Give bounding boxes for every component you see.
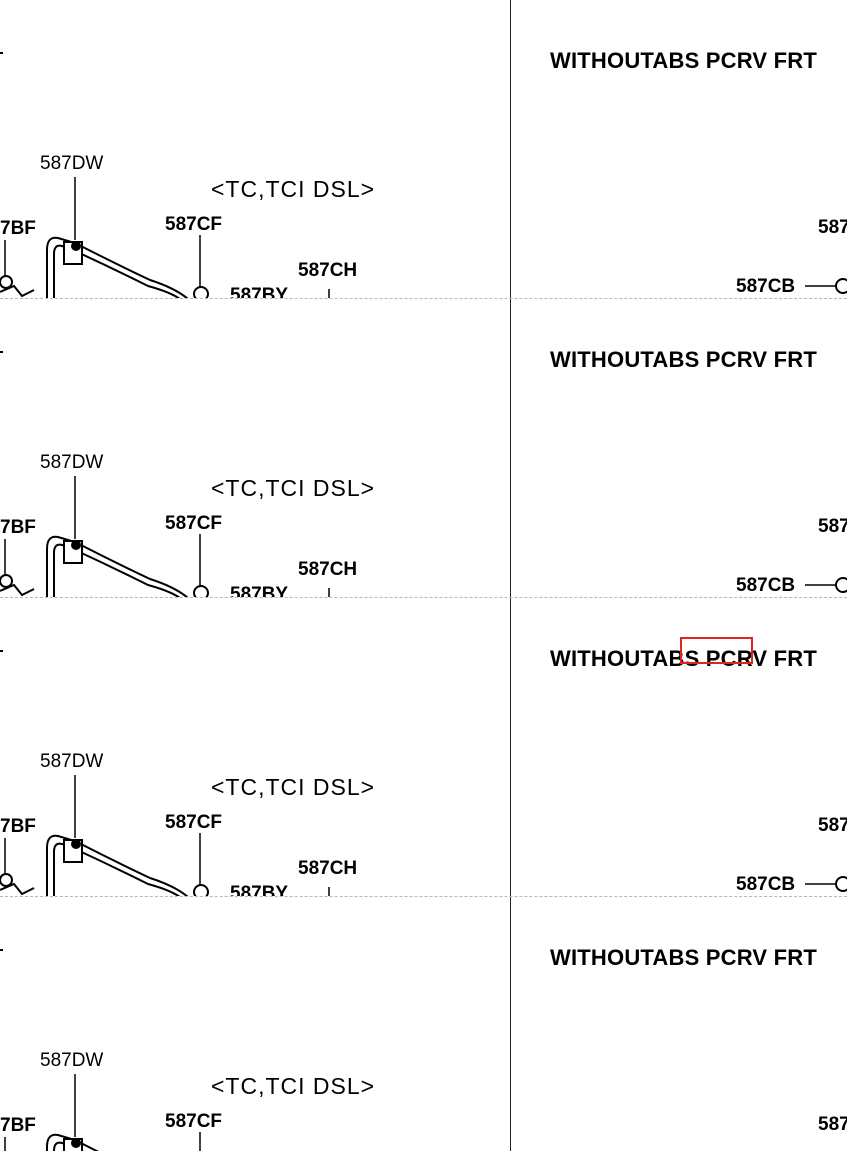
label-587dw: 587DW: [40, 751, 104, 772]
label-587cb: 587CB: [736, 276, 796, 297]
label-587-partial: 587: [818, 1114, 847, 1135]
variant-label: <TC,TCI DSL>: [211, 475, 376, 501]
label-587cb: 587CB: [736, 575, 796, 596]
column-divider: [510, 598, 511, 896]
part-drawing: [0, 177, 847, 298]
label-7bf: 7BF: [0, 517, 36, 538]
label-587dw: 587DW: [40, 452, 104, 473]
part-drawing: [0, 476, 847, 597]
label-587ch: 587CH: [298, 559, 358, 580]
label-7bf: 7BF: [0, 816, 36, 837]
section-title: WITHOUTABS PCRV FRT: [550, 945, 817, 970]
column-divider: [510, 0, 511, 298]
part-drawing: [0, 775, 847, 896]
edge-mark: [0, 949, 3, 951]
column-divider: [510, 897, 511, 1151]
label-587by: 587BY: [230, 285, 289, 299]
edge-mark: [0, 351, 3, 353]
label-587dw: 587DW: [40, 1050, 104, 1071]
label-587cf: 587CF: [165, 812, 223, 833]
label-587cf: 587CF: [165, 214, 223, 235]
diagram-strip-2: 587DW 7BF <TC,TCI DSL> 587CF 587CH 587BY…: [0, 299, 847, 598]
label-587-partial: 587: [818, 516, 847, 537]
part-drawing: [4, 1074, 201, 1151]
diagram-strip-4: 587DW 7BF <TC,TCI DSL> 587CF WITHOUTABS …: [0, 897, 847, 1151]
label-587-partial: 587: [818, 217, 847, 238]
label-587cf: 587CF: [165, 513, 223, 534]
label-587-partial: 587: [818, 815, 847, 836]
label-587ch: 587CH: [298, 260, 358, 281]
edge-mark: [0, 52, 3, 54]
variant-label: <TC,TCI DSL>: [211, 1073, 376, 1099]
label-7bf: 7BF: [0, 1115, 36, 1136]
label-587dw: 587DW: [40, 153, 104, 174]
label-587by: 587BY: [230, 883, 289, 897]
variant-label: <TC,TCI DSL>: [211, 774, 376, 800]
diagram-strip-3: 587DW 7BF <TC,TCI DSL> 587CF 587CH 587BY…: [0, 598, 847, 897]
section-title[interactable]: WITHOUTABS PCRV FRT: [550, 646, 817, 671]
label-587ch: 587CH: [298, 858, 358, 879]
label-587cb: 587CB: [736, 874, 796, 895]
variant-label: <TC,TCI DSL>: [211, 176, 376, 202]
label-587cf: 587CF: [165, 1111, 223, 1132]
column-divider: [510, 299, 511, 597]
section-title: WITHOUTABS PCRV FRT: [550, 347, 817, 372]
label-7bf: 7BF: [0, 218, 36, 239]
label-587by: 587BY: [230, 584, 289, 598]
section-title: WITHOUTABS PCRV FRT: [550, 48, 817, 73]
edge-mark: [0, 650, 3, 652]
diagram-strip-1: 587DW 7BF <TC,TCI DSL> 587CF 587CH 587BY…: [0, 0, 847, 299]
